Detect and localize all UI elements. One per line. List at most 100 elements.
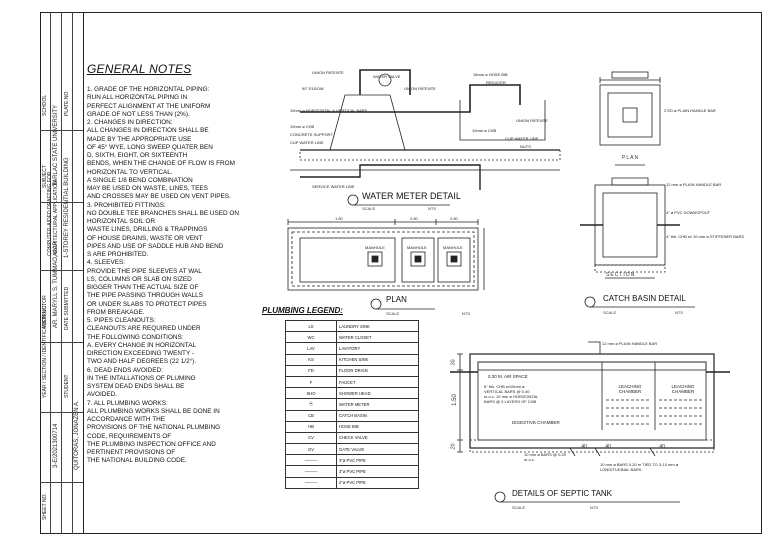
note-line: OF HOUSE DRAINS, WASTE OR VENT bbox=[87, 234, 203, 242]
note-line: OF 45° WYE, LONG SWEEP QUATER BEN bbox=[87, 143, 213, 151]
plan-inner-outline bbox=[291, 231, 475, 287]
septic-scale: SCALE bbox=[512, 505, 526, 510]
septic-leaching-1: LEACHING CHAMBER bbox=[618, 384, 642, 394]
wm-label-service: SERVICE WATER LINE bbox=[312, 184, 355, 189]
note-line: IN THE INTALLATIONS OF PLUMING bbox=[87, 374, 196, 382]
note-line: D, SIXTH, EIGHT, OR SIXTEENTH bbox=[87, 152, 188, 159]
water-meter-icon bbox=[378, 73, 392, 87]
septic-footing bbox=[469, 439, 715, 453]
septic-handle bbox=[588, 341, 601, 354]
catch-basin-section-inner bbox=[602, 192, 658, 258]
plan-manhole-3 bbox=[446, 251, 462, 267]
septic-dim-40c: .40 bbox=[658, 444, 665, 450]
cb-label-a: 12 mm ø PLAIN HANDLE BAR bbox=[666, 182, 722, 187]
title-block bbox=[40, 12, 84, 534]
note-line: CODE, REQUIREMENTS OF bbox=[87, 432, 172, 440]
tb-divider bbox=[40, 202, 83, 203]
plan-manhole-label-3: MANHOLE bbox=[443, 245, 463, 250]
note-line: PROVISIONS OF THE NATIONAL PLUMBING bbox=[87, 424, 221, 432]
septic-dim-20: .20 bbox=[450, 443, 457, 451]
water-meter-detail-title: WATER METER DETAIL bbox=[362, 191, 461, 201]
wm-label-union-r: UNION PATENTE bbox=[516, 118, 548, 123]
title-block-col-labels bbox=[40, 12, 51, 534]
wm-label-cup-r: CUP WATER LINE bbox=[505, 136, 539, 141]
plan-manhole-2 bbox=[410, 251, 426, 267]
note-line: 3. PROHIBITED FITTINGS: bbox=[87, 201, 166, 209]
catch-basin-section-outer bbox=[594, 184, 666, 266]
wm-label-reducer: REDUCER bbox=[486, 80, 506, 85]
plan-scale: SCALE bbox=[386, 311, 400, 316]
plan-dim-3: 0.80 bbox=[450, 216, 458, 221]
water-meter-main-pipe bbox=[300, 84, 521, 113]
water-meter-box bbox=[459, 100, 546, 141]
cb-label-c: 4" thk. CHB w/ 10 mm ø STIFFENER BARS bbox=[666, 234, 745, 239]
note-line: SYSTEM DEAD ENDS SHALL BE bbox=[87, 383, 185, 390]
septic-bottom-dim bbox=[569, 447, 656, 457]
note-line: ALL PLUMBING WORKS SHALL BE DONE IN bbox=[87, 407, 220, 415]
plan-manhole-1 bbox=[367, 251, 383, 267]
cb-section-label: SECTION bbox=[606, 272, 636, 278]
catch-basin-plan-outer bbox=[599, 84, 661, 146]
water-meter-nts: NTS bbox=[428, 206, 436, 211]
septic-slab bbox=[477, 361, 707, 371]
tb-divider bbox=[40, 412, 83, 413]
plan-dim-line bbox=[287, 219, 479, 225]
note-line: PROVIDE THE PIPE SLEEVES AT WAL bbox=[87, 267, 202, 275]
wm-label-hose-bib: 15mm ø HOSE BIB bbox=[473, 72, 508, 77]
note-line: TWO AND HALF DEGREES (22 1/2°). bbox=[87, 358, 197, 366]
note-line: NO DOUBLE TEE BRANCHES SHALL BE USED ON bbox=[87, 209, 239, 217]
septic-nts: NTS bbox=[590, 505, 598, 510]
note-line: PERTINENT PROVISIONS OF bbox=[87, 449, 176, 456]
catch-basin-plan-center bbox=[622, 107, 638, 123]
water-meter-hatch bbox=[299, 149, 561, 161]
wm-label-elbow: 90° ELBOW bbox=[302, 86, 324, 91]
note-line: THE PIPE PASSING THROUGH WALLS bbox=[87, 292, 204, 300]
plan-outline bbox=[287, 227, 479, 291]
general-notes-title: GENERAL NOTES bbox=[87, 62, 192, 76]
plan-manhole-inner-3 bbox=[450, 255, 458, 263]
note-line: MADE BY THE APPROPRIATE USE bbox=[87, 135, 192, 143]
water-meter-concrete-support bbox=[329, 94, 406, 151]
note-line: ACCORDANCE WITH THE bbox=[87, 416, 165, 423]
plan-marker bbox=[370, 298, 382, 310]
septic-gravel-left bbox=[606, 399, 650, 425]
wm-label-concrete: CONCRETE SUPPORT bbox=[290, 132, 333, 137]
plan-manhole-inner-1 bbox=[371, 255, 379, 263]
plan-chamber-1 bbox=[299, 237, 396, 283]
catch-basin-plan-inner bbox=[607, 92, 653, 138]
tb-divider bbox=[40, 342, 83, 343]
plumbing-legend-title: PLUMBING LEGEND: bbox=[262, 306, 343, 315]
septic-leaching-2: LEACHING CHAMBER bbox=[671, 384, 695, 394]
legend-desc: 2"ø PVC PIPE bbox=[336, 476, 419, 489]
catch-basin-plan-dim bbox=[599, 77, 661, 83]
wm-label-cup: CUP WATER LINE bbox=[290, 140, 324, 145]
note-line: BENDS, WHEN THE CHANGE OF FLOW IS FROM bbox=[87, 160, 235, 168]
septic-vertical-dim bbox=[457, 353, 463, 453]
note-line: PIPES AND USE OF SADDLE HUB AND BEND bbox=[87, 242, 224, 250]
general-notes-body: 1. GRADE OF THE HORIZONTAL PIPING: RUN A… bbox=[87, 86, 287, 466]
septic-tank-outer bbox=[469, 353, 715, 449]
legend-row: ———2"ø PVC PIPE bbox=[285, 476, 419, 489]
plan-dim-1: 1.80 bbox=[335, 216, 343, 221]
note-line: FROM BREAKAGE. bbox=[87, 308, 145, 316]
septic-dim-40a: .40 bbox=[580, 444, 587, 450]
cb-label-plan-bar: 2 ED ø PLAIN HANDLE BAR bbox=[664, 108, 716, 113]
note-line: 4. SLEEVES: bbox=[87, 259, 126, 267]
plan-dim-2: 0.80 bbox=[410, 216, 418, 221]
tb-divider bbox=[40, 130, 83, 131]
note-line: DIRECTION EXCEEDING TWENTY - bbox=[87, 350, 194, 357]
catch-basin-section-hatch bbox=[594, 264, 666, 273]
note-line: BIGGER THAN THE ACTUAL SIZE OF bbox=[87, 284, 199, 291]
note-line: THE PLUMBING INSPECTION OFFICE AND bbox=[87, 440, 216, 448]
note-line: A SINGLE 1/8 BEND COMBINATION bbox=[87, 176, 193, 184]
septic-air-space: 0.30 M. AIR SPACE bbox=[488, 374, 528, 379]
tb-divider bbox=[40, 482, 83, 483]
wm-label-chb-r: 10mm ø CHB bbox=[472, 128, 497, 133]
wm-label-nuts: NUTS bbox=[520, 144, 531, 149]
plan-chamber-2 bbox=[401, 237, 435, 283]
septic-bars: 10 mm ø BARS 0.20 m TIED TO 3-10 mm ø LO… bbox=[600, 462, 679, 472]
note-line: LS, COLUMNS OR SLAB ON SIZED bbox=[87, 275, 192, 283]
note-line: S ARE PROHIBITED. bbox=[87, 251, 149, 258]
catch-basin-top bbox=[611, 71, 649, 79]
